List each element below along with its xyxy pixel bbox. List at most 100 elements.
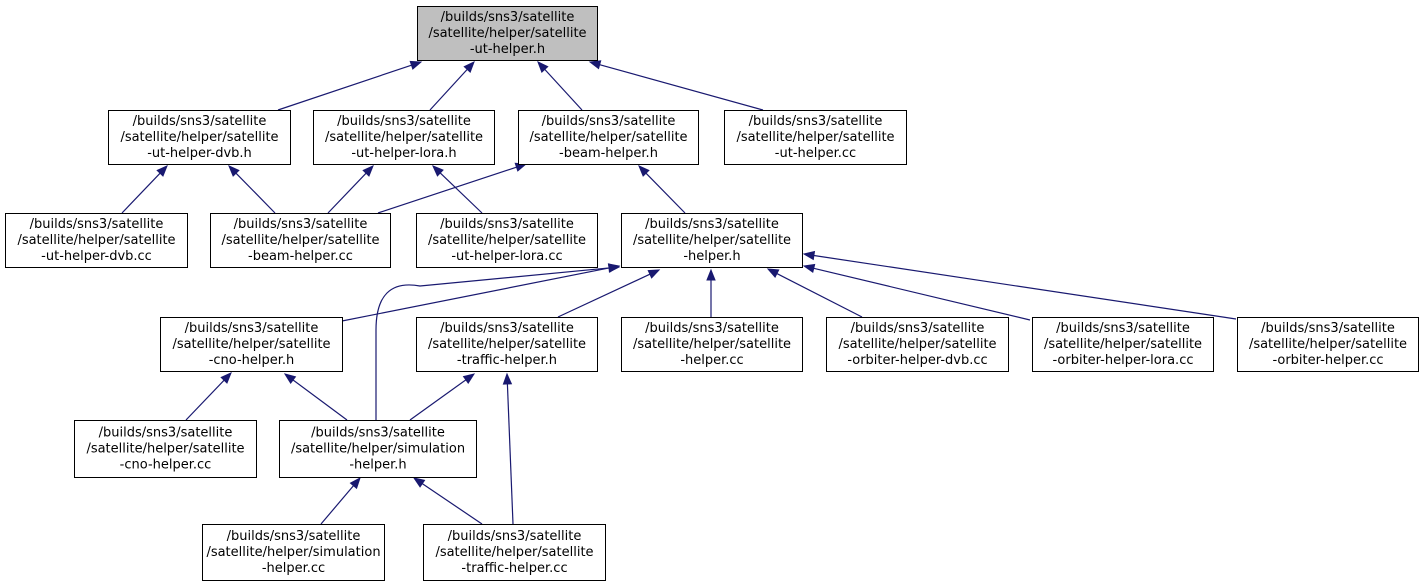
node-box (518, 110, 699, 165)
node-utcc[interactable]: /builds/sns3/satellite/satellite/helper/… (724, 110, 907, 165)
node-label-line: /satellite/helper/satellite (428, 337, 586, 352)
edge-line (544, 68, 583, 111)
arrowhead-icon (220, 372, 232, 384)
edge-beamcc-to-beamh (377, 162, 528, 214)
node-root: /builds/sns3/satellite/satellite/helper/… (417, 6, 598, 61)
node-label-line: -helper.h (683, 249, 740, 264)
edge-simh-to-helperh (375, 263, 621, 420)
edge-line (439, 172, 483, 214)
node-cnocc[interactable]: /builds/sns3/satellite/satellite/helper/… (74, 420, 257, 478)
node-box (416, 317, 598, 372)
node-label-line: -traffic-helper.h (457, 353, 557, 368)
node-box (313, 110, 495, 165)
node-orbdvbcc[interactable]: /builds/sns3/satellite/satellite/helper/… (826, 317, 1009, 372)
node-box (74, 420, 257, 478)
node-utloracc[interactable]: /builds/sns3/satellite/satellite/helper/… (416, 213, 598, 268)
node-label-line: -ut-helper-dvb.cc (41, 249, 152, 264)
node-traffich[interactable]: /builds/sns3/satellite/satellite/helper/… (416, 317, 598, 372)
node-label-line: /builds/sns3/satellite (749, 114, 883, 129)
node-label-line: /builds/sns3/satellite (1261, 321, 1395, 336)
node-label-line: -helper.cc (680, 353, 743, 368)
arrowhead-icon (588, 60, 602, 70)
arrowhead-icon (766, 268, 780, 278)
edge-line (235, 172, 276, 214)
node-label-line: -ut-helper.h (470, 42, 545, 57)
node-label-line: -traffic-helper.cc (461, 561, 567, 576)
node-utdvbcc[interactable]: /builds/sns3/satellite/satellite/helper/… (5, 213, 188, 268)
node-helperh[interactable]: /builds/sns3/satellite/satellite/helper/… (621, 213, 803, 268)
edge-beamcc-to-utlorah (327, 165, 374, 214)
node-utdvbh[interactable]: /builds/sns3/satellite/satellite/helper/… (108, 110, 291, 165)
node-simh[interactable]: /builds/sns3/satellite/satellite/helper/… (279, 420, 477, 478)
edge-line (277, 64, 412, 111)
node-label-line: /satellite/helper/satellite (633, 233, 791, 248)
arrowhead-icon (228, 165, 240, 177)
arrowhead-icon (608, 263, 621, 273)
node-label-line: -orbiter-helper-lora.cc (1052, 353, 1193, 368)
node-label-line: /satellite/helper/satellite (633, 337, 791, 352)
node-orbloracc[interactable]: /builds/sns3/satellite/satellite/helper/… (1032, 317, 1214, 372)
node-orbcc[interactable]: /builds/sns3/satellite/satellite/helper/… (1237, 317, 1419, 372)
node-label-line: -ut-helper-lora.cc (451, 249, 562, 264)
node-label-line: /builds/sns3/satellite (1056, 321, 1190, 336)
node-box (108, 110, 291, 165)
edge-orbcc-to-helperh (802, 250, 1237, 320)
edge-line (409, 379, 467, 421)
edge-line (320, 485, 354, 525)
edge-line (557, 273, 651, 318)
node-trafficcc[interactable]: /builds/sns3/satellite/satellite/helper/… (423, 524, 606, 581)
edge-line (375, 267, 610, 420)
arrowhead-icon (462, 373, 476, 384)
node-label-line: /builds/sns3/satellite (440, 217, 574, 232)
node-box (621, 317, 803, 372)
node-label-line: /builds/sns3/satellite (441, 10, 575, 25)
arrowhead-icon (283, 373, 297, 385)
node-simcc[interactable]: /builds/sns3/satellite/satellite/helper/… (202, 524, 385, 581)
edge-utdvbcc-to-utdvbh (121, 165, 168, 214)
node-label-line: /builds/sns3/satellite (440, 321, 574, 336)
arrowhead-icon (802, 250, 816, 261)
node-beamh[interactable]: /builds/sns3/satellite/satellite/helper/… (518, 110, 699, 165)
node-box (416, 213, 598, 268)
arrowhead-icon (647, 269, 661, 279)
node-label-line: /builds/sns3/satellite (185, 321, 319, 336)
edge-orbloracc-to-helperh (802, 263, 1031, 321)
node-label-line: /satellite/helper/satellite (736, 130, 894, 145)
node-label-line: /satellite/helper/satellite (172, 337, 330, 352)
edge-line (292, 379, 348, 421)
node-label-line: -cno-helper.cc (120, 458, 212, 473)
arrowhead-icon (638, 165, 650, 177)
node-label-line: /builds/sns3/satellite (227, 529, 361, 544)
node-utlorah[interactable]: /builds/sns3/satellite/satellite/helper/… (313, 110, 495, 165)
edge-utloracc-to-utlorah (432, 165, 483, 214)
node-label-line: /builds/sns3/satellite (542, 114, 676, 129)
node-box (1237, 317, 1419, 372)
node-label-line: /satellite/helper/satellite (86, 442, 244, 457)
node-box (621, 213, 803, 268)
edge-orbdvbcc-to-helperh (766, 268, 863, 318)
edge-line (327, 172, 367, 214)
node-label-line: -ut-helper-lora.h (351, 146, 456, 161)
node-label-line: /builds/sns3/satellite (448, 529, 582, 544)
node-box (417, 6, 598, 61)
edge-line (776, 273, 863, 318)
node-label-line: /satellite/helper/satellite (838, 337, 996, 352)
node-label-line: /satellite/helper/satellite (428, 26, 586, 41)
node-beamcc[interactable]: /builds/sns3/satellite/satellite/helper/… (210, 213, 391, 268)
arrowhead-icon (362, 165, 374, 177)
arrowhead-icon (463, 61, 475, 73)
node-label-line: /satellite/helper/satellite (120, 130, 278, 145)
node-label-line: /builds/sns3/satellite (133, 114, 267, 129)
node-label-line: /satellite/helper/satellite (435, 545, 593, 560)
node-label-line: -ut-helper-dvb.h (147, 146, 252, 161)
node-cnoh[interactable]: /builds/sns3/satellite/satellite/helper/… (160, 317, 343, 372)
arrowhead-icon (537, 61, 549, 73)
node-label-line: /satellite/helper/simulation (206, 545, 380, 560)
edge-line (377, 166, 517, 214)
node-box (423, 524, 606, 581)
edge-line (599, 64, 764, 111)
edge-line (813, 254, 1237, 320)
node-helpercc[interactable]: /builds/sns3/satellite/satellite/helper/… (621, 317, 803, 372)
node-box (210, 213, 391, 268)
